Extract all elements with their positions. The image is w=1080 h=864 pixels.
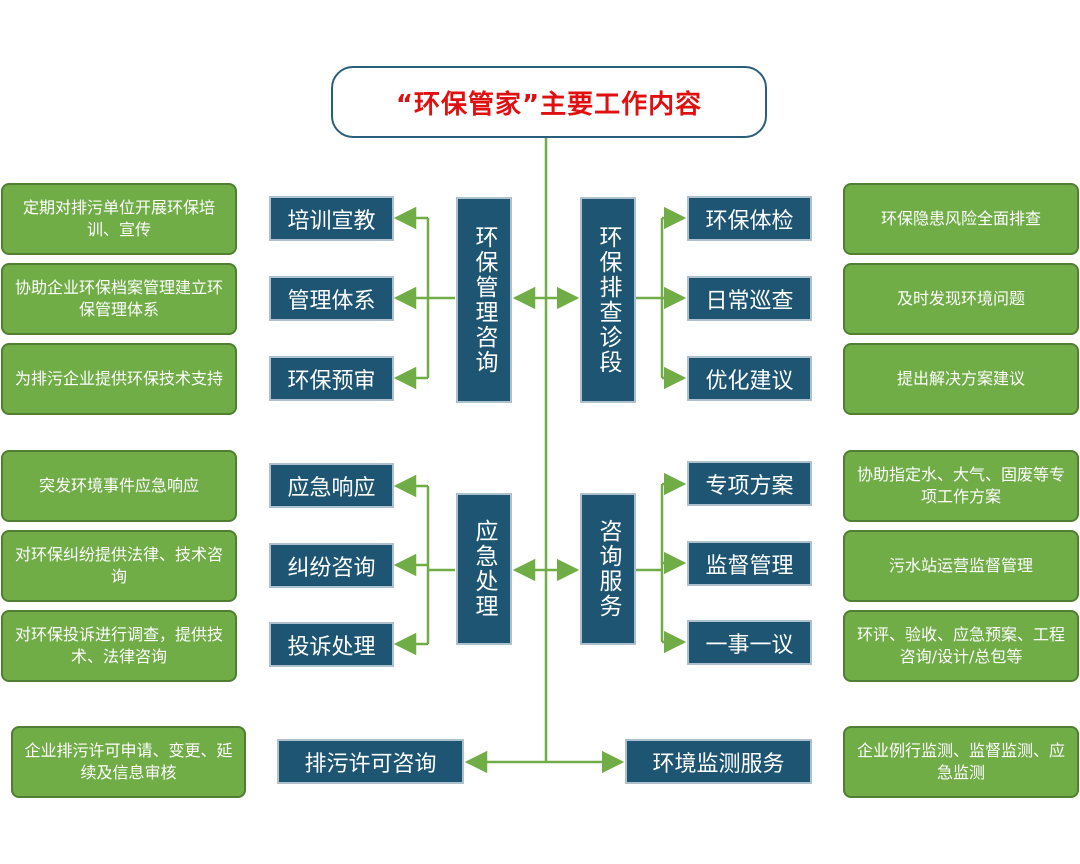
desc-discharge-permit: 企业排污许可申请、变更、延续及信息审核 xyxy=(11,726,246,798)
desc-env-checkup: 环保隐患风险全面排查 xyxy=(843,183,1079,255)
desc-emergency-response: 突发环境事件应急响应 xyxy=(1,450,237,522)
desc-dispute-consulting: 对环保纠纷提供法律、技术咨询 xyxy=(1,530,237,602)
category-emergency-handling: 应急处理 xyxy=(456,493,512,645)
desc-case-by-case: 环评、验收、应急预案、工程咨询/设计/总包等 xyxy=(843,610,1079,682)
desc-special-plan: 协助指定水、大气、固废等专项工作方案 xyxy=(843,450,1079,522)
item-dispute-consulting: 纠纷咨询 xyxy=(269,543,394,588)
desc-optimization: 提出解决方案建议 xyxy=(843,343,1079,415)
desc-pre-review: 为排污企业提供环保技术支持 xyxy=(1,343,237,415)
category-env-inspection-diagnosis: 环保排查诊段 xyxy=(580,197,636,403)
category-env-management-consulting: 环保管理咨询 xyxy=(456,197,512,403)
desc-management-system: 协助企业环保档案管理建立环保管理体系 xyxy=(1,263,237,335)
page-title: “环保管家”主要工作内容 xyxy=(331,66,767,138)
item-pre-review: 环保预审 xyxy=(269,356,394,401)
item-discharge-permit: 排污许可咨询 xyxy=(277,739,464,784)
desc-daily-patrol: 及时发现环境问题 xyxy=(843,263,1079,335)
item-special-plan: 专项方案 xyxy=(687,461,812,506)
item-complaint-handling: 投诉处理 xyxy=(269,622,394,667)
desc-supervision: 污水站运营监督管理 xyxy=(843,530,1079,602)
item-emergency-response: 应急响应 xyxy=(269,463,394,508)
item-case-by-case: 一事一议 xyxy=(687,620,812,665)
desc-complaint-handling: 对环保投诉进行调查，提供技术、法律咨询 xyxy=(1,610,237,682)
item-env-checkup: 环保体检 xyxy=(687,196,812,241)
item-training: 培训宣教 xyxy=(269,196,394,241)
item-optimization: 优化建议 xyxy=(687,356,812,401)
item-env-monitoring: 环境监测服务 xyxy=(625,739,812,784)
item-daily-patrol: 日常巡查 xyxy=(687,276,812,321)
item-supervision: 监督管理 xyxy=(687,541,812,586)
category-consulting-services: 咨询服务 xyxy=(580,493,636,645)
desc-env-monitoring: 企业例行监测、监督监测、应急监测 xyxy=(843,726,1079,798)
desc-training: 定期对排污单位开展环保培训、宣传 xyxy=(1,183,237,255)
item-management-system: 管理体系 xyxy=(269,276,394,321)
